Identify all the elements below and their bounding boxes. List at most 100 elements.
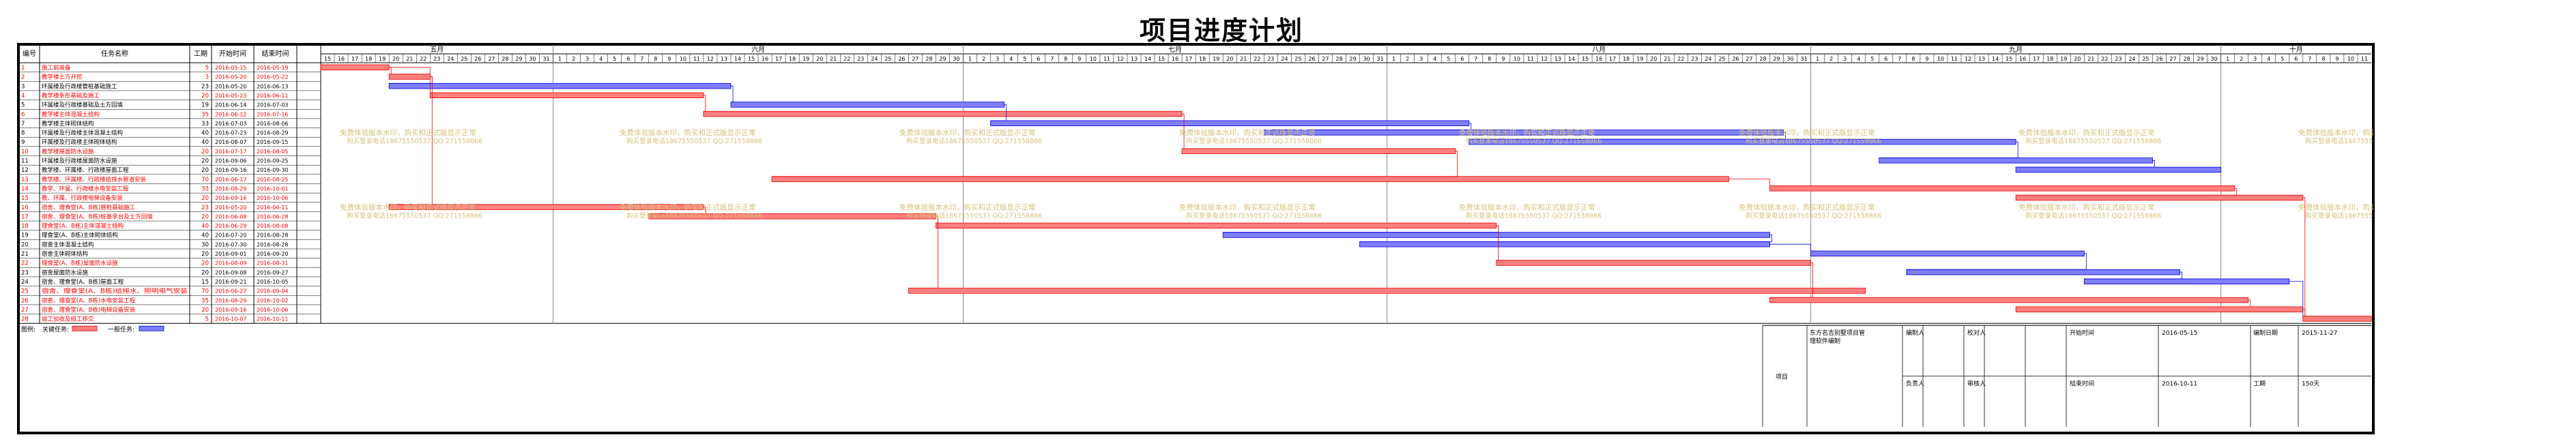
chart-title: 项目进度计划 (1139, 16, 1303, 46)
watermark: 免费体验版本水印，购买和正式版显示正常 (2018, 203, 2155, 211)
info-start-label: 开始时间 (2070, 329, 2094, 337)
day-label: 14 (734, 56, 741, 62)
task-id: 5 (21, 102, 25, 109)
month-label: 八月 (1592, 46, 1606, 54)
watermark: 购买登录电话18675550537 QQ:271558866 (2025, 137, 2161, 145)
dependency-line (1359, 235, 1772, 242)
legend-normal-label: 一般任务: (108, 325, 134, 333)
dependency-line (2016, 160, 2155, 168)
day-label: 7 (1050, 56, 1054, 62)
day-label: 20 (1650, 56, 1657, 62)
column-header-name: 任务名称 (101, 49, 128, 58)
task-duration: 23 (201, 205, 209, 211)
watermark: 免费体验版本水印，购买和正式版显示正常 (2298, 128, 2373, 137)
day-label: 19 (2060, 56, 2067, 62)
task-start: 2016-08-07 (215, 139, 247, 145)
task-name: 环属楼及行政楼主体混凝土结构 (42, 130, 123, 137)
info-date-label: 编制日期 (2253, 329, 2278, 337)
info-period-value: 150天 (2302, 381, 2319, 388)
task-end: 2016-05-19 (257, 65, 289, 71)
day-label: 8 (654, 56, 657, 62)
task-duration: 20 (201, 251, 209, 258)
watermark: 购买登录电话18675550537 QQ:271558866 (1746, 211, 1881, 220)
task-name: 教学、环属、行政楼水电安装工程 (42, 185, 129, 192)
info-project-name: 东方名吉别墅项目管 (1810, 329, 1865, 337)
task-end: 2016-10-11 (257, 316, 289, 323)
day-label: 26 (474, 56, 481, 62)
day-label: 23 (1267, 56, 1274, 62)
day-label: 5 (2281, 56, 2284, 62)
task-start: 2016-05-15 (215, 65, 247, 71)
task-duration: 20 (201, 149, 209, 155)
day-label: 27 (1322, 56, 1329, 62)
task-id: 7 (21, 121, 25, 128)
day-label: 2 (1406, 56, 1409, 62)
watermark: 购买登录电话18675550537 QQ:271558866 (1466, 137, 1602, 145)
task-name: 理食堂(A、B栋)主体混凝土结构 (42, 222, 124, 230)
task-id: 28 (21, 316, 29, 323)
dependency-line (389, 67, 392, 75)
task-start: 2016-09-16 (215, 307, 247, 313)
day-label: 4 (1857, 56, 1860, 62)
watermark: 免费体验版本水印，购买和正式版显示正常 (620, 203, 756, 211)
day-label: 12 (1965, 56, 1971, 62)
day-label: 9 (667, 56, 671, 62)
task-bar-3 (388, 83, 732, 89)
day-label: 26 (1308, 56, 1315, 62)
day-label: 2 (1829, 56, 1833, 62)
day-label: 18 (789, 56, 796, 62)
day-label: 6 (626, 56, 630, 62)
watermark: 免费体验版本水印，购买和正式版显示正常 (340, 203, 476, 211)
column-header-duration: 工期 (194, 50, 207, 58)
watermark: 免费体验版本水印，购买和正式版显示正常 (899, 203, 1036, 211)
dependency-line (1906, 253, 2087, 270)
task-name: 宿舍、理食堂(A、B栋)给排水、照明电气安装 (42, 288, 188, 295)
day-label: 25 (1294, 56, 1301, 62)
task-bar-19 (1222, 232, 1770, 238)
task-duration: 35 (201, 297, 209, 304)
task-bar-2 (388, 74, 431, 80)
day-label: 22 (1254, 56, 1260, 62)
task-name: 教学楼屋面防水设施 (42, 148, 94, 155)
day-label: 28 (502, 56, 508, 62)
watermark: 免费体验版本水印，购买和正式版显示正常 (899, 128, 1036, 137)
day-label: 16 (1172, 56, 1178, 62)
dependency-line (1769, 243, 1812, 251)
dependency-line (731, 85, 734, 102)
task-end: 2016-10-02 (257, 297, 289, 303)
task-end: 2016-08-08 (257, 223, 289, 229)
task-name: 教学楼、环属楼、行政楼屋面工程 (42, 166, 129, 174)
task-bar-5 (730, 102, 1005, 108)
day-label: 12 (1117, 56, 1124, 62)
day-label: 17 (351, 56, 358, 62)
task-bar-11 (1879, 158, 2153, 164)
day-label: 2 (572, 56, 575, 62)
day-label: 24 (2128, 56, 2135, 62)
day-label: 8 (1488, 56, 1491, 62)
day-label: 28 (1335, 56, 1342, 62)
day-label: 2 (982, 56, 985, 62)
day-label: 1 (968, 56, 972, 62)
task-bar-25 (908, 288, 1866, 294)
info-reviewer-label: 审核人 (1967, 380, 1986, 388)
day-label: 10 (680, 56, 686, 62)
task-name: 宿舍、理食堂(A、B栋)屋面工程 (42, 278, 124, 286)
task-end: 2016-09-20 (257, 251, 289, 257)
day-label: 1 (2226, 56, 2229, 62)
dependency-line (1496, 225, 1499, 261)
task-name: 理食堂(A、B栋)主体砌体结构 (42, 232, 118, 239)
task-end: 2016-09-30 (257, 167, 289, 173)
day-label: 27 (912, 56, 918, 62)
task-end: 2016-06-11 (257, 205, 289, 211)
day-label: 30 (1786, 56, 1793, 62)
task-id: 2 (21, 74, 25, 81)
task-duration: 30 (201, 241, 209, 248)
day-label: 27 (488, 56, 495, 62)
task-name: 教学楼主体混凝土结构 (42, 110, 100, 118)
day-label: 23 (2115, 56, 2122, 62)
day-label: 2 (2240, 56, 2243, 62)
task-name: 教学楼、环属楼、行政楼给排水管道安装 (42, 176, 147, 183)
task-id: 9 (21, 139, 25, 146)
task-duration: 40 (201, 139, 209, 146)
task-bar-12 (2015, 166, 2222, 173)
